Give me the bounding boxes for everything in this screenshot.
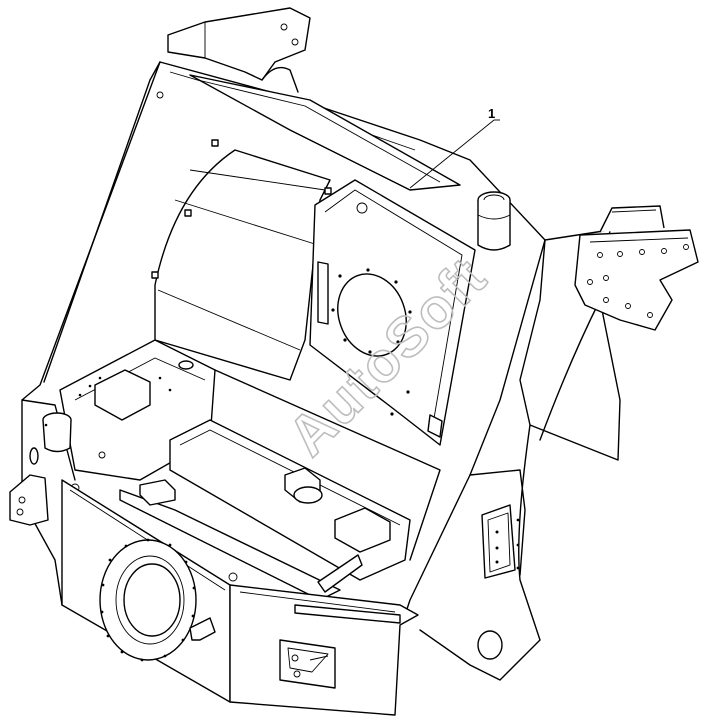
callout-1: 1 [409,106,500,189]
top-lug [167,7,311,93]
right-wall [404,229,621,681]
left-lug [9,423,49,526]
floor-compartment [42,339,441,561]
front-housing [61,479,419,716]
side-block [481,504,516,579]
plate-bolts [331,268,412,416]
mounting-plate [309,179,476,446]
bearing-flange [99,538,197,662]
callout-label-1: 1 [488,106,495,121]
top-opening [189,74,461,191]
bracket-holes [587,244,689,318]
bolt-group [151,91,332,279]
right-bracket [574,205,699,331]
bottom-lug [279,639,336,689]
filler-neck [477,191,511,251]
lower-channel [70,419,411,601]
